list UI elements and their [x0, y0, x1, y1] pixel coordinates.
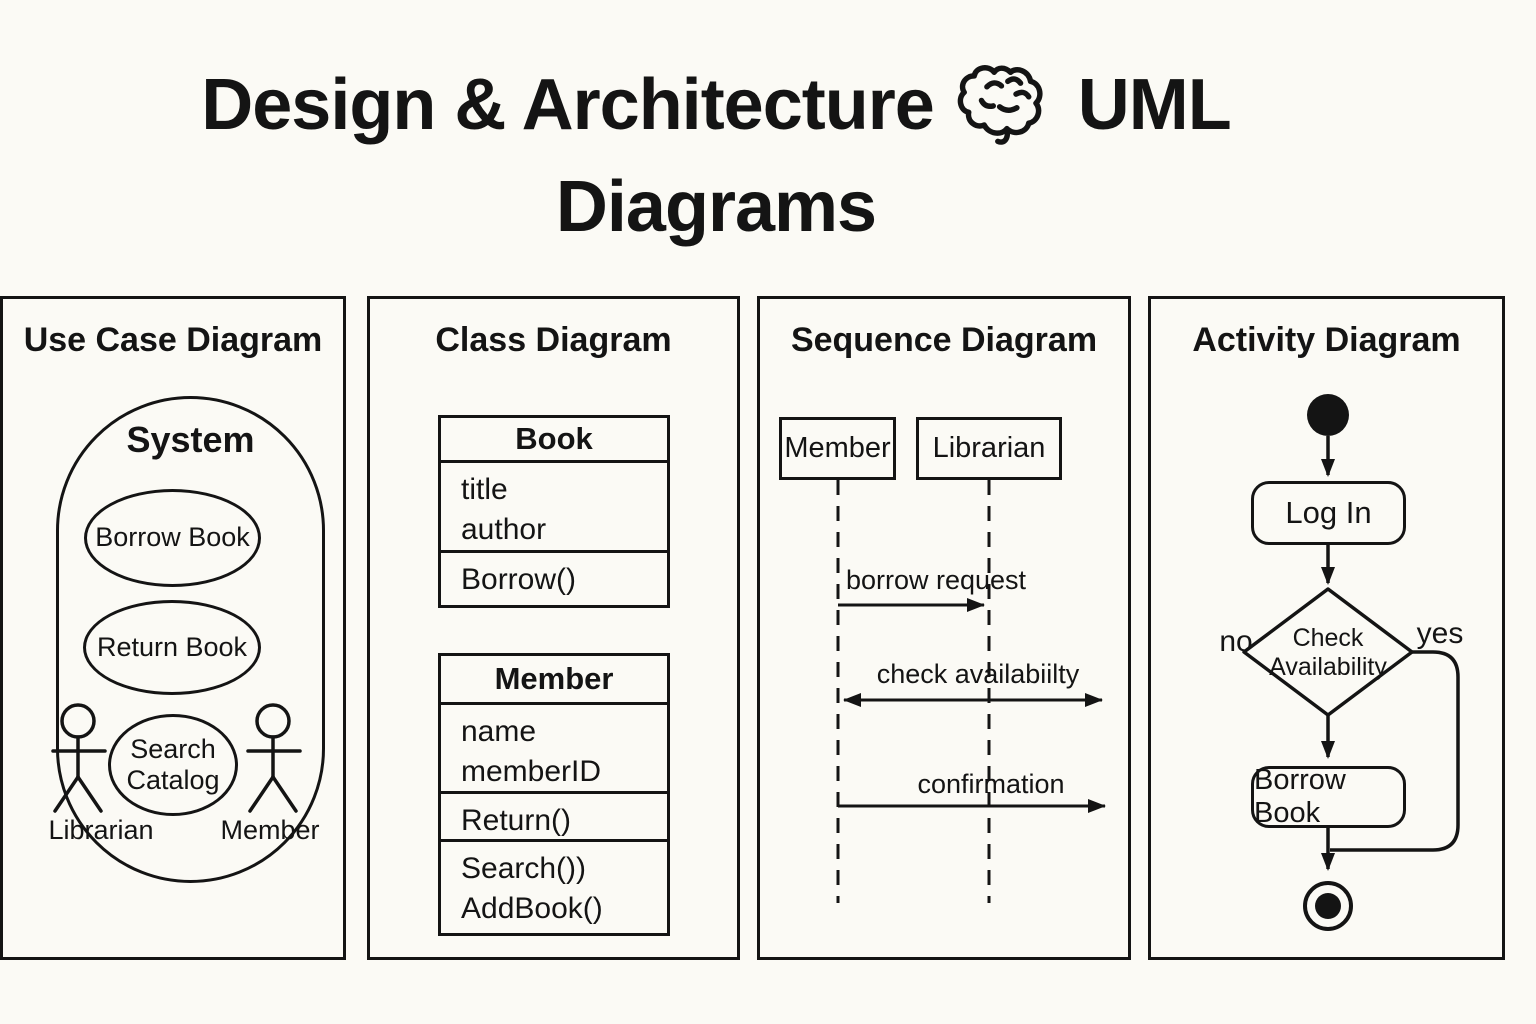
class-attrs-member: name memberID	[441, 705, 667, 795]
class-name-member: Member	[441, 656, 667, 705]
use-case-search-catalog: Search Catalog	[108, 714, 238, 816]
class-name-book: Book	[441, 418, 667, 464]
actor-label-librarian: Librarian	[48, 815, 154, 845]
sequence-panel: Sequence Diagram Member Librarian borrow…	[757, 296, 1131, 960]
system-label: System	[126, 419, 255, 460]
class-box-book: Book title author Borrow()	[438, 415, 670, 608]
actor-icon-librarian	[51, 703, 107, 813]
yes-branch-path	[1330, 650, 1460, 852]
class-attrs-book: title author	[441, 463, 667, 553]
action-borrow-book: Borrow Book	[1251, 764, 1406, 829]
class-methods-member-1: Return()	[441, 794, 667, 843]
message-label-confirmation: confirmation	[917, 769, 1065, 799]
activity-panel-title: Activity Diagram	[1192, 321, 1461, 359]
activity-panel: Activity Diagram Log In Check Availabili…	[1148, 296, 1505, 960]
class-panel: Class Diagram Book title author Borrow()…	[367, 296, 740, 960]
actor-label-member: Member	[220, 815, 320, 845]
use-case-return-book: Return Book	[83, 600, 261, 695]
method-return: Return()	[461, 804, 572, 838]
method-search: Search())	[461, 852, 587, 886]
attr-author: author	[461, 513, 547, 547]
class-panel-title: Class Diagram	[435, 321, 672, 359]
page-title-line2: Diagrams	[555, 167, 877, 247]
start-node	[1307, 394, 1349, 436]
attr-title: title	[461, 473, 508, 507]
sequence-panel-title: Sequence Diagram	[790, 321, 1098, 359]
system-boundary	[56, 396, 325, 883]
class-methods-book: Borrow()	[441, 553, 667, 605]
page-title: Design & Architecture UML Diagrams	[0, 58, 1432, 248]
message-label-borrow-request: borrow request	[845, 565, 1027, 595]
end-node-ring	[1303, 881, 1353, 931]
actors-canvas	[51, 703, 302, 813]
actor-icon-member	[246, 703, 302, 813]
method-borrow: Borrow()	[461, 562, 577, 596]
brain-icon	[956, 58, 1056, 152]
use-case-panel: Use Case Diagram System Borrow Book Retu…	[0, 296, 346, 960]
participant-member: Member	[779, 417, 896, 480]
branch-label-no: no	[1219, 625, 1253, 658]
class-box-member: Member name memberID Return() Search()) …	[438, 653, 670, 936]
end-node-core	[1315, 893, 1341, 919]
action-log-in: Log In	[1251, 481, 1406, 545]
page-title-line1: Design & Architecture UML	[0, 58, 1432, 152]
attr-name: name	[461, 714, 537, 748]
decision-label: Check Availability	[1269, 624, 1387, 681]
class-methods-member-2: Search()) AddBook()	[441, 842, 667, 933]
use-case-borrow-book: Borrow Book	[84, 489, 261, 587]
use-case-panel-title: Use Case Diagram	[23, 321, 323, 359]
attr-memberid: memberID	[461, 754, 602, 788]
branch-label-yes: yes	[1416, 617, 1464, 650]
title-text-before: Design & Architecture	[201, 65, 935, 145]
activity-canvas	[1242, 394, 1460, 931]
participant-librarian: Librarian	[916, 417, 1062, 480]
title-text-after: UML	[1077, 65, 1232, 145]
sequence-canvas	[836, 480, 1106, 903]
method-addbook: AddBook()	[461, 892, 603, 926]
message-label-check-availability: check availabiilty	[876, 659, 1080, 689]
